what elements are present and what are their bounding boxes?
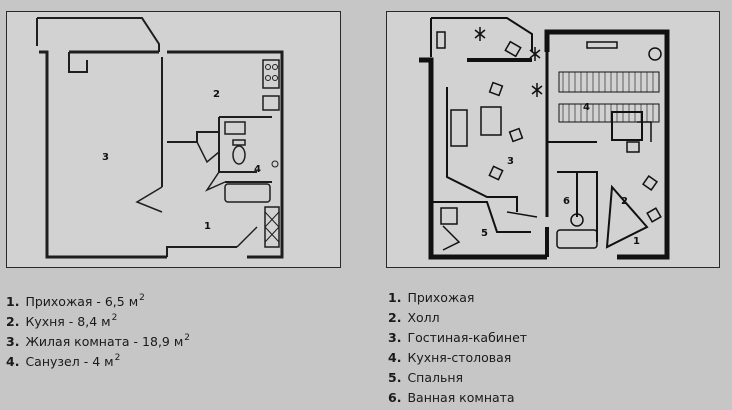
kitchen-fixture-icon	[648, 47, 662, 61]
legend-text: Гостиная-кабинет	[407, 330, 528, 345]
bed-icon	[440, 207, 458, 225]
legend-number: 2.	[388, 310, 402, 325]
bathtub-icon	[224, 183, 271, 203]
legend-item: 5. Спальня	[388, 368, 527, 388]
floor-plan-after-drawing: 3 4 2 6 5 1	[419, 17, 670, 260]
drain-icon	[271, 160, 279, 168]
legend-text: Спальня	[407, 370, 464, 385]
plant-icon	[531, 83, 543, 97]
chair-icon	[641, 174, 659, 192]
legend-number: 4.	[388, 350, 402, 365]
room-label-bathroom: 4	[254, 164, 261, 175]
legend-item: 2. Кухня - 8,4 м2	[6, 308, 190, 329]
room-label-kitchen: 4	[583, 102, 590, 113]
legend-number: 3.	[6, 334, 20, 349]
legend-number: 6.	[388, 390, 402, 405]
legend-item: 1. Прихожая	[388, 288, 527, 308]
outer-wall	[39, 50, 167, 259]
floor-plan-before-drawing: 3 2 4 1	[36, 17, 284, 259]
legend-number: 3.	[388, 330, 402, 345]
door-bath	[204, 171, 226, 192]
legend-item: 1. Прихожая - 6,5 м2	[6, 288, 190, 309]
floor-plan-after: 3 4 2 6 5 1	[386, 11, 720, 268]
legend-text: Холл	[407, 310, 440, 325]
bathtub-icon	[556, 229, 598, 249]
chair-icon	[504, 40, 522, 58]
legend-text: Ванная комната	[407, 390, 515, 405]
room-label-bedroom: 5	[481, 228, 488, 239]
room-label-living: 3	[507, 156, 514, 167]
shaft-icon	[264, 206, 280, 248]
room-label-bathroom: 6	[563, 196, 570, 207]
chair-icon	[488, 81, 504, 97]
coffee-table-icon	[480, 106, 502, 136]
room-label-entry: 1	[633, 236, 640, 247]
room-label-hall: 1	[204, 221, 211, 232]
washbasin-icon	[570, 213, 584, 227]
outer-wall	[419, 57, 547, 260]
washbasin-icon	[224, 121, 246, 135]
hall-area-outline	[605, 184, 649, 249]
legend-number: 5.	[388, 370, 402, 385]
chair-icon	[488, 165, 504, 181]
door-entry	[236, 226, 258, 248]
legend-text: Жилая комната - 18,9 м	[25, 334, 184, 349]
partition-living	[446, 87, 518, 212]
legend-number: 2.	[6, 314, 20, 329]
legend-number: 1.	[6, 294, 20, 309]
legend-superscript: 2	[114, 353, 121, 363]
legend-item: 3. Гостиная-кабинет	[388, 328, 527, 348]
legend-item: 6. Ванная комната	[388, 388, 527, 408]
legend-item: 3. Жилая комната - 18,9 м2	[6, 328, 191, 349]
legend-superscript: 2	[111, 313, 118, 323]
chair-icon	[508, 127, 524, 143]
legend-text: Прихожая - 6,5 м	[25, 294, 139, 309]
legend-after: 1. Прихожая 2. Холл 3. Гостиная-кабинет 4. К…	[388, 288, 527, 408]
legend-number: 1.	[388, 290, 402, 305]
door-living	[135, 186, 163, 213]
room-label-living: 3	[102, 152, 109, 163]
plant-icon	[474, 27, 486, 41]
legend-text: Санузел - 4 м	[25, 354, 114, 369]
legend-number: 4.	[6, 354, 20, 369]
legend-item: 4. Кухня-столовая	[388, 348, 527, 368]
balcony-outline	[37, 17, 160, 52]
door-kitchen	[196, 141, 220, 164]
dining-table-icon	[611, 111, 643, 141]
floor-plan-before: 3 2 4 1	[6, 11, 341, 268]
room-label-kitchen: 2	[213, 89, 220, 100]
legend-before: 1.Прихожая - 6,5 м2 2.Кухня - 8,4 м2 3.Ж…	[6, 288, 191, 369]
toilet-icon	[232, 145, 246, 165]
plant-icon	[529, 47, 541, 61]
legend-item: 2. Холл	[388, 308, 527, 328]
stove-icon	[262, 59, 280, 89]
legend-superscript: 2	[139, 293, 145, 303]
legend-superscript: 2	[184, 333, 191, 343]
legend-item: 4. Санузел - 4 м2	[6, 348, 190, 369]
chair-icon	[646, 207, 662, 223]
sofa-icon	[450, 109, 468, 147]
cabinet-icon	[436, 31, 446, 49]
legend-text: Кухня-столовая	[407, 350, 512, 365]
kitchen-sink-icon	[262, 95, 280, 111]
legend-text: Прихожая	[407, 290, 475, 305]
room-label-hall: 2	[621, 196, 628, 207]
legend-text: Кухня - 8,4 м	[25, 314, 111, 329]
